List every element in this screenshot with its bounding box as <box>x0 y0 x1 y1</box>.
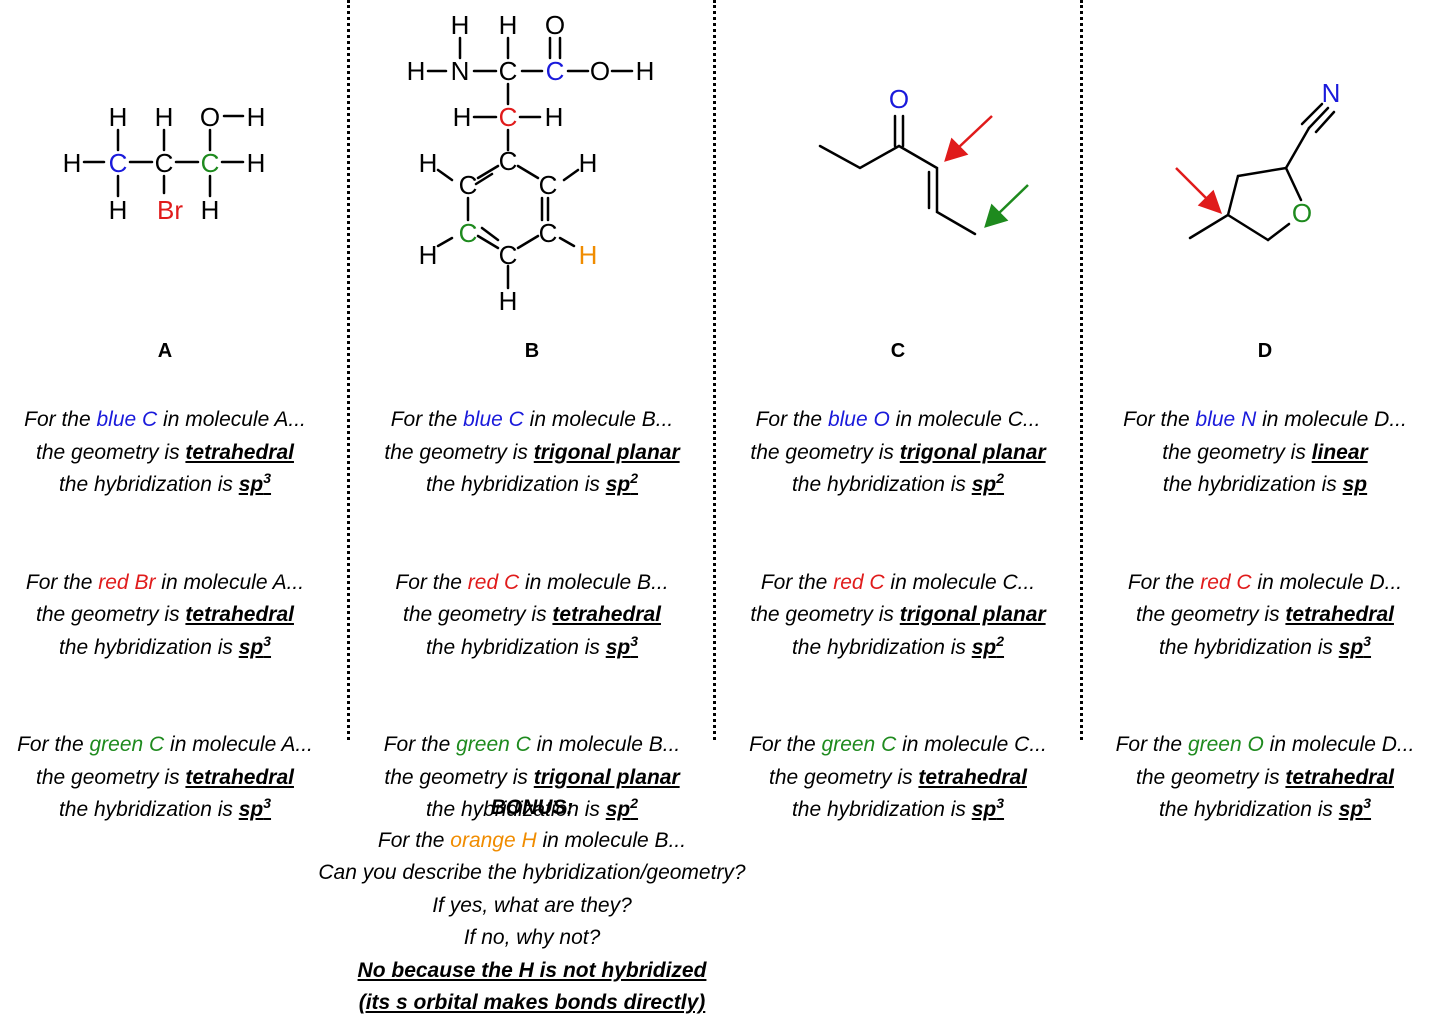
arrow-icon-green-c <box>984 184 1029 228</box>
info-block-green: For the green O in molecule D... the geo… <box>1115 733 1415 821</box>
atom-c: C <box>155 148 174 178</box>
hybridization-answer: sp3 <box>238 470 272 496</box>
molecule-label-d: D <box>1257 340 1273 362</box>
atom-h: H <box>201 195 220 225</box>
atom-green-c: C <box>459 218 478 248</box>
molecule-label-c: C <box>890 340 906 362</box>
molecule-a-atoms: H C C C H H H O H H Br H <box>63 102 266 225</box>
atom-c: C <box>539 170 558 200</box>
molecule-structures: H C C C H H H O H H Br H H H O H N C C O… <box>63 10 1341 316</box>
atom-orange-h: H <box>579 240 598 270</box>
molecule-b-atoms: H H O H N C C O H H C H C H H C C C C H … <box>407 10 655 316</box>
divider-2 <box>713 0 716 740</box>
atom-blue-c: C <box>546 56 565 86</box>
bonus-line-4: If no, why not? <box>463 926 601 949</box>
info-column-c: For the blue O in molecule C... the geom… <box>718 404 1078 827</box>
bonus-line-2: Can you describe the hybridization/geome… <box>318 861 746 884</box>
arrow-icon-red-c <box>944 115 993 162</box>
info-block-red: For the red C in molecule B... the geome… <box>395 570 669 659</box>
info-column-a: For the blue C in molecule A... the geom… <box>0 404 345 827</box>
info-block-blue: For the blue C in molecule A... the geom… <box>24 408 306 496</box>
atom-h: H <box>545 102 564 132</box>
info-block-red: For the red C in molecule C... the geome… <box>750 570 1046 659</box>
atom-h: H <box>499 286 518 316</box>
atom-c: C <box>499 56 518 86</box>
info-block-blue: For the blue O in molecule C... the geom… <box>750 408 1046 496</box>
molecule-a-bonds <box>82 114 245 198</box>
atom-green-o: O <box>1292 198 1312 228</box>
atom-blue-o: O <box>889 84 909 114</box>
atom-h: H <box>636 56 655 86</box>
atom-h: H <box>247 102 266 132</box>
atom-h: H <box>453 102 472 132</box>
atom-h: H <box>63 148 82 178</box>
bonus-answer-1: No because the H is not hybridized <box>357 958 707 982</box>
atom-blue-c: C <box>109 148 128 178</box>
molecule-d-bonds <box>1188 102 1336 242</box>
atom-blue-n: N <box>1322 78 1341 108</box>
info-block-red: For the red C in molecule D... the geome… <box>1127 570 1403 659</box>
divider-3 <box>1080 0 1083 740</box>
atom-h: H <box>109 195 128 225</box>
info-block-blue: For the blue N in molecule D... the geom… <box>1123 408 1407 496</box>
bonus-title: BONUS: <box>490 796 574 819</box>
atom-o: O <box>590 56 610 86</box>
atom-h: H <box>109 102 128 132</box>
atom-c: C <box>459 170 478 200</box>
atom-green-c: C <box>201 148 220 178</box>
atom-c: C <box>539 218 558 248</box>
atom-o: O <box>200 102 220 132</box>
info-block-green: For the green C in molecule A... the geo… <box>17 733 313 821</box>
molecule-b-bonds <box>426 36 634 290</box>
molecule-label-b: B <box>524 340 540 362</box>
atom-h: H <box>419 148 438 178</box>
geometry-answer: tetrahedral <box>185 440 294 464</box>
atom-h: H <box>247 148 266 178</box>
info-column-b: For the blue C in molecule B... the geom… <box>352 404 712 827</box>
atom-c: C <box>499 146 518 176</box>
molecule-label-a: A <box>157 340 173 362</box>
bonus-answer-2: (its s orbital makes bonds directly) <box>358 991 706 1014</box>
arrow-icon-red-d <box>1175 167 1223 215</box>
atom-h: H <box>579 148 598 178</box>
atom-n: N <box>451 56 470 86</box>
atom-red-c: C <box>499 102 518 132</box>
atom-h: H <box>499 10 518 40</box>
atom-red-br: Br <box>157 195 183 225</box>
info-block-blue: For the blue C in molecule B... the geom… <box>384 408 680 496</box>
info-block-green: For the green C in molecule C... the geo… <box>749 733 1047 821</box>
molecule-c-atoms: O <box>889 84 909 114</box>
atom-h: H <box>451 10 470 40</box>
bonus-line-3: If yes, what are they? <box>432 893 632 917</box>
atom-h: H <box>419 240 438 270</box>
atom-o: O <box>545 10 565 40</box>
info-block-red: For the red Br in molecule A... the geom… <box>25 570 305 659</box>
bonus-section: BONUS: For the orange H in molecule B...… <box>252 792 812 1020</box>
bonus-line-1: For the orange H in molecule B... <box>377 828 687 852</box>
atom-h: H <box>155 102 174 132</box>
info-block-green: For the green C in molecule B... the geo… <box>383 733 681 821</box>
molecule-c-bonds <box>818 114 977 236</box>
divider-1 <box>347 0 350 740</box>
info-column-d: For the blue N in molecule D... the geom… <box>1085 404 1431 827</box>
molecule-d-atoms: N O <box>1292 78 1341 228</box>
atom-h: H <box>407 56 426 86</box>
atom-c: C <box>499 240 518 270</box>
